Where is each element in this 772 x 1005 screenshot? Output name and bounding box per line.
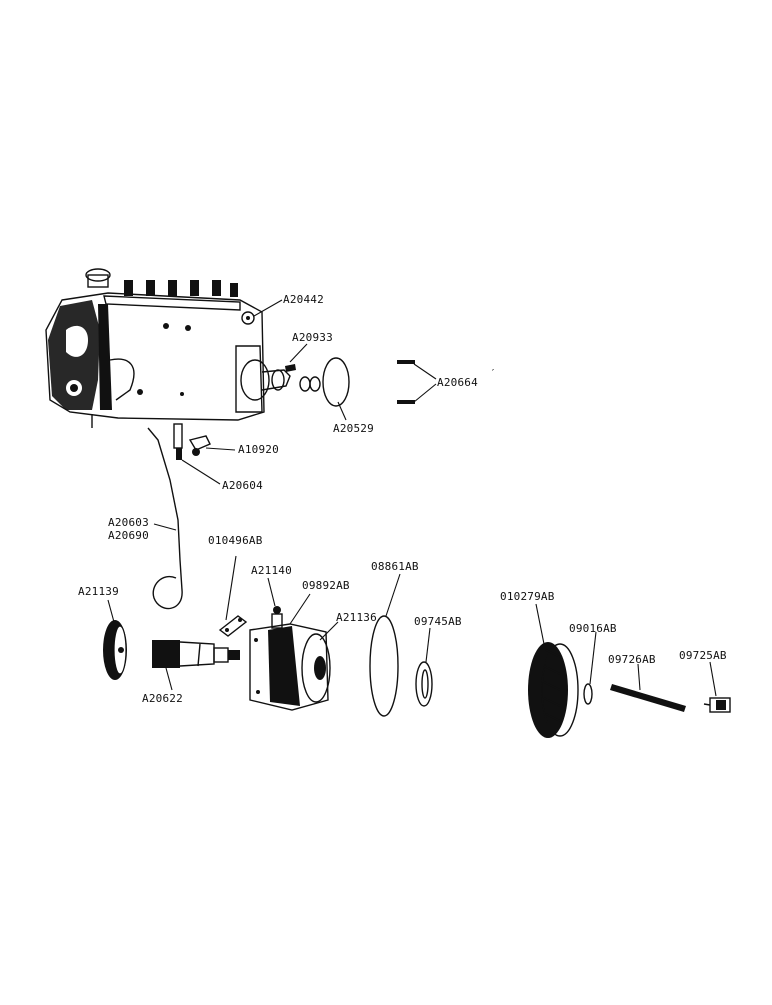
key-and-nuts-drawing (285, 357, 350, 407)
label-09892AB: 09892AB (302, 579, 350, 592)
label-A20664: A20664 (437, 376, 478, 389)
label-09725AB: 09725AB (679, 649, 727, 662)
label-A20442: A20442 (283, 293, 324, 306)
injection-pump-drawing (45, 268, 291, 428)
drive-shaft-drawing (152, 640, 240, 668)
label-A20690: A20690 (108, 529, 149, 542)
label-010279AB: 010279AB (500, 590, 555, 603)
snap-ring-drawing (583, 683, 593, 705)
seal-drawing (415, 661, 433, 707)
large-gear-drawing (528, 642, 579, 738)
label-A10920: A10920 (238, 443, 279, 456)
label-A21139: A21139 (78, 585, 119, 598)
oil-tube-drawing (147, 427, 183, 610)
label-A21136: A21136 (336, 611, 377, 624)
label-A21140: A21140 (251, 564, 292, 577)
label-A20604: A20604 (222, 479, 263, 492)
adjuster-fitting-drawing (703, 697, 731, 713)
stray-mark: ′ (490, 368, 496, 379)
label-A20603: A20603 (108, 516, 149, 529)
label-A20529: A20529 (333, 422, 374, 435)
fittings-drawing (173, 423, 211, 460)
o-ring-drawing (369, 615, 399, 717)
label-09745AB: 09745AB (414, 615, 462, 628)
threaded-shaft-drawing (610, 684, 686, 712)
label-A20933: A20933 (292, 331, 333, 344)
label-010496AB: 010496AB (208, 534, 263, 547)
leader-lines (107, 299, 717, 697)
studs-drawing (397, 360, 415, 404)
label-08861AB: 08861AB (371, 560, 419, 573)
small-gear-drawing (103, 620, 127, 680)
label-A20622: A20622 (142, 692, 183, 705)
label-09726AB: 09726AB (608, 653, 656, 666)
label-09016AB: 09016AB (569, 622, 617, 635)
plate-drawing (218, 615, 248, 637)
drive-housing-drawing (249, 606, 331, 711)
